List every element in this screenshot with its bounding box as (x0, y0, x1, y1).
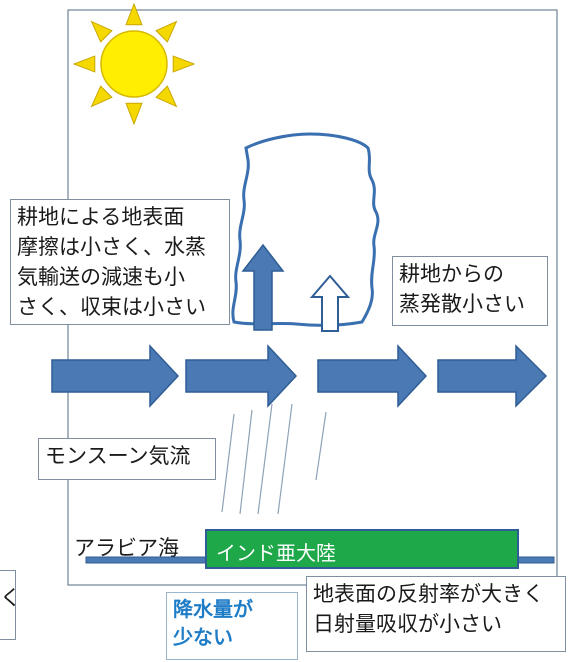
sun-ray (125, 2, 143, 26)
sun-ray (90, 85, 113, 108)
cropped-callout-box (0, 570, 16, 640)
albedo-line-1: 地表面の反射率が大きく (313, 582, 544, 606)
sun-ray (172, 55, 196, 73)
precipitation-callout: 降水量が 少ない (166, 592, 298, 660)
sun-ray (125, 102, 143, 126)
friction-line-4: さく、収束は小さい (17, 295, 206, 319)
rain-lines-icon (221, 403, 327, 515)
evaporation-line-2: 蒸発散小さい (399, 292, 525, 316)
monsoon-flow-text: モンスーン気流 (45, 444, 191, 468)
albedo-line-2: 日射量吸収が小さい (313, 612, 502, 636)
sun-ray (90, 20, 113, 43)
updraft-arrow-filled (241, 243, 285, 331)
cropped-callout-text: く (0, 586, 21, 610)
flow-arrow-4 (437, 344, 548, 408)
updraft-arrow-hollow (309, 274, 351, 332)
precipitation-line-2: 少ない (173, 625, 233, 649)
friction-line-3: 気輸送の減速も小 (17, 265, 185, 289)
monsoon-flow-arrows (51, 344, 548, 408)
sun-ray (155, 85, 178, 108)
friction-line-1: 耕地による地表面 (17, 205, 185, 229)
flow-arrow-1 (51, 344, 180, 408)
friction-line-2: 摩擦は小さく、水蒸 (17, 235, 206, 259)
sun-icon (72, 2, 196, 126)
sun-ray (72, 55, 96, 73)
monsoon-flow-label: モンスーン気流 (38, 438, 216, 480)
precipitation-line-1: 降水量が (173, 597, 253, 621)
india-landmass (205, 529, 519, 569)
flow-arrow-2 (185, 344, 298, 408)
flow-arrow-3 (317, 344, 428, 408)
albedo-callout: 地表面の反射率が大きく 日射量吸収が小さい (306, 576, 566, 652)
arabian-sea-label: アラビア海 (74, 536, 179, 560)
evaporation-callout: 耕地からの 蒸発散小さい (392, 256, 548, 326)
evaporation-line-1: 耕地からの (399, 262, 504, 286)
friction-callout: 耕地による地表面 摩擦は小さく、水蒸 気輸送の減速も小 さく、収束は小さい (10, 199, 230, 325)
india-label: インド亜大陸 (216, 541, 336, 565)
sun-ray (155, 20, 178, 43)
